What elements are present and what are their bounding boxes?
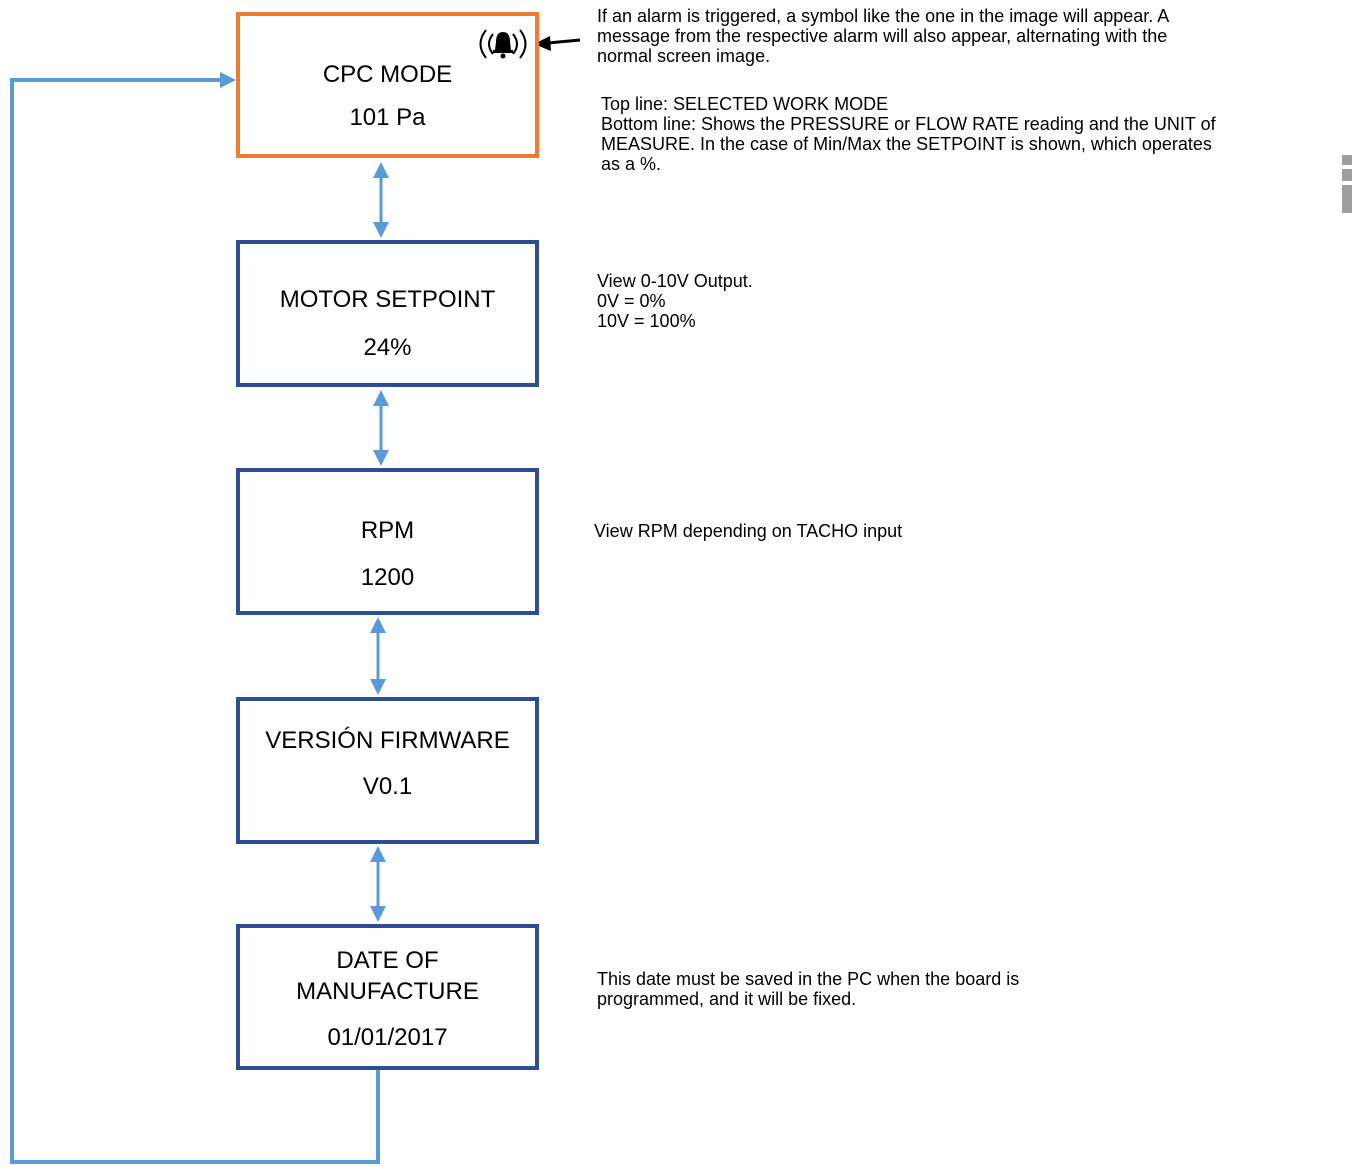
- screen-title-line-2: MANUFACTURE: [296, 978, 479, 1005]
- side-tab-mark: [1342, 181, 1352, 185]
- note-line: normal screen image.: [597, 46, 771, 66]
- screen-title: MOTOR SETPOINT: [279, 286, 496, 313]
- connector-1-2: [373, 162, 389, 238]
- note-line: Bottom line: Shows the PRESSURE or FLOW …: [601, 114, 1216, 134]
- note-line: message from the respective alarm will a…: [597, 26, 1168, 46]
- side-tab-mark: [1342, 165, 1352, 169]
- connector-3-4: [370, 617, 386, 695]
- screen-motor-setpoint: MOTOR SETPOINT 24%: [236, 240, 539, 387]
- note-line: 10V = 100%: [597, 311, 696, 331]
- note-line: View 0-10V Output.: [597, 271, 753, 291]
- note-motor-setpoint: View 0-10V Output. 0V = 0% 10V = 100%: [597, 271, 753, 331]
- connector-2-3: [373, 390, 389, 466]
- note-line: programmed, and it will be fixed.: [597, 989, 857, 1009]
- loop-back-connector: [10, 78, 380, 1164]
- screen-value: 101 Pa: [349, 104, 426, 131]
- note-line: MEASURE. In the case of Min/Max the SETP…: [601, 134, 1212, 154]
- note-rpm: View RPM depending on TACHO input: [594, 521, 902, 541]
- screen-value: 01/01/2017: [327, 1024, 448, 1051]
- screen-date-of-manufacture: DATE OF MANUFACTURE 01/01/2017: [236, 924, 539, 1070]
- note-line: Top line: SELECTED WORK MODE: [601, 94, 889, 114]
- screen-value: 1200: [360, 564, 415, 591]
- screen-title: VERSIÓN FIRMWARE: [265, 727, 510, 754]
- screen-value: V0.1: [362, 773, 413, 800]
- screen-title: CPC MODE: [322, 61, 453, 88]
- screen-value: 24%: [363, 334, 412, 361]
- note-alarm: If an alarm is triggered, a symbol like …: [597, 6, 1169, 66]
- note-line: as a %.: [601, 154, 662, 174]
- screen-firmware-version: VERSIÓN FIRMWARE V0.1: [236, 697, 539, 844]
- note-work-mode: Top line: SELECTED WORK MODE Bottom line…: [601, 94, 1216, 174]
- note-line: 0V = 0%: [597, 291, 666, 311]
- note-line: View RPM depending on TACHO input: [594, 521, 903, 541]
- alarm-pointer-arrow: [534, 36, 581, 51]
- note-date-of-manufacture: This date must be saved in the PC when t…: [597, 969, 1019, 1009]
- note-line: This date must be saved in the PC when t…: [597, 969, 1020, 989]
- screen-title-line-1: DATE OF: [336, 947, 439, 974]
- screen-rpm: RPM 1200: [236, 468, 539, 615]
- loop-back-arrowhead: [220, 72, 236, 88]
- note-line: If an alarm is triggered, a symbol like …: [597, 6, 1170, 26]
- screen-title: RPM: [360, 517, 415, 544]
- connector-4-5: [370, 846, 386, 922]
- screen-cpc-mode: CPC MODE 101 Pa: [236, 12, 539, 158]
- alarm-bell-icon: [472, 26, 534, 66]
